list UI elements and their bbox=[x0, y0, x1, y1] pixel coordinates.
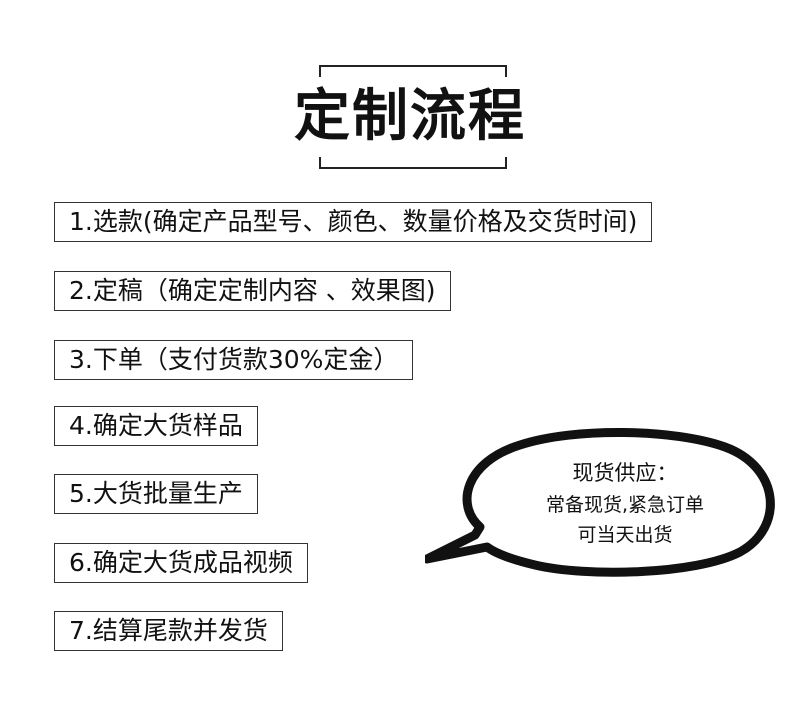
step-1-select-model: 1.选款(确定产品型号、颜色、数量价格及交货时间) bbox=[54, 202, 653, 242]
page-title: 定制流程 bbox=[294, 84, 526, 149]
title-frame bbox=[319, 65, 507, 169]
title-frame-corner bbox=[505, 65, 507, 77]
step-3-place-order: 3.下单（支付货款30%定金） bbox=[54, 340, 414, 380]
title-frame-top-border bbox=[319, 65, 507, 67]
title-frame-corner bbox=[505, 157, 507, 169]
title-frame-bottom-border bbox=[319, 167, 507, 169]
step-6-confirm-video: 6.确定大货成品视频 bbox=[54, 543, 308, 583]
stock-line-1: 常备现货,紧急订单 bbox=[545, 494, 705, 516]
stock-heading: 现货供应： bbox=[572, 461, 678, 485]
title-frame-corner bbox=[319, 157, 321, 169]
step-7-settle-and-ship: 7.结算尾款并发货 bbox=[54, 611, 283, 651]
stock-line-2: 可当天出货 bbox=[577, 524, 673, 546]
step-4-confirm-sample: 4.确定大货样品 bbox=[54, 406, 258, 446]
stock-speech-bubble: 现货供应： 常备现货,紧急订单 可当天出货 bbox=[425, 427, 775, 587]
step-5-mass-production: 5.大货批量生产 bbox=[54, 474, 258, 514]
title-frame-corner bbox=[319, 65, 321, 77]
speech-bubble-icon bbox=[425, 427, 775, 577]
step-2-finalize-design: 2.定稿（确定定制内容 、效果图) bbox=[54, 271, 451, 311]
